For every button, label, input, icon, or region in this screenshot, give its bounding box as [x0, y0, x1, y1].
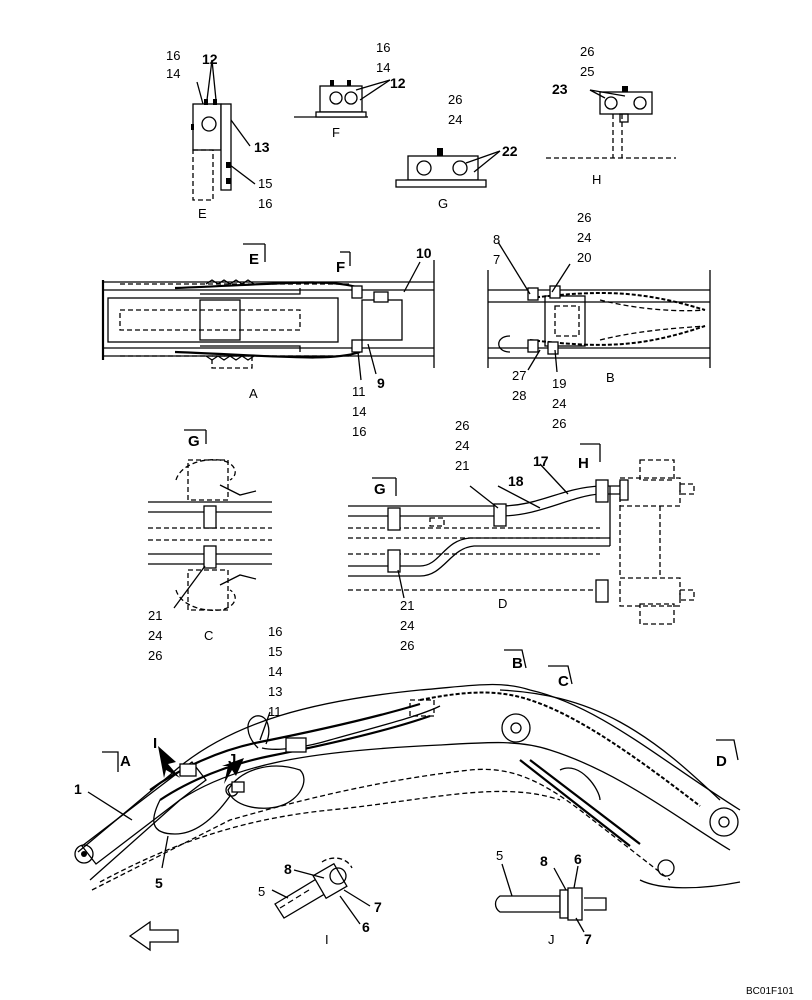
- c-view-label: C: [204, 628, 213, 643]
- detail-view-a: E F 10 9 11 14 16 A: [101, 243, 435, 439]
- f-label-16: 16: [376, 40, 390, 55]
- main-arrow-j-label: J: [228, 751, 236, 768]
- b-label-27: 27: [512, 368, 526, 383]
- a-label-10: 10: [416, 245, 432, 261]
- main-arrow-a-label: A: [120, 753, 131, 770]
- d-arrow-h-label: H: [578, 455, 589, 472]
- a-label-11: 11: [352, 384, 366, 399]
- detail-view-i: 8 7 5 6 I: [258, 857, 382, 947]
- detail-view-b: 8 7 26 24 20 27 28 19 24 26 B: [487, 210, 711, 431]
- d-arrow-g-label: G: [374, 481, 386, 498]
- a-arrow-f-label: F: [336, 259, 345, 276]
- a-view-label: A: [249, 386, 258, 401]
- main-label-1: 1: [74, 781, 82, 797]
- e-view-label: E: [198, 206, 207, 221]
- d-label-26: 26: [455, 418, 469, 433]
- main-label-16: 16: [268, 624, 282, 639]
- e-label-14: 14: [166, 66, 180, 81]
- h-label-26: 26: [580, 44, 594, 59]
- d-label-21: 21: [455, 458, 469, 473]
- j-label-7: 7: [584, 931, 592, 947]
- d-label-18: 18: [508, 473, 524, 489]
- boom-assembly: 16 15 14 13 11 1 5 A B C D I J: [74, 624, 741, 952]
- i-label-8: 8: [284, 861, 292, 877]
- b-label-8: 8: [493, 232, 500, 247]
- detail-view-j: 5 8 6 7 J: [494, 848, 607, 947]
- d-view-label: D: [498, 596, 507, 611]
- main-label-15: 15: [268, 644, 282, 659]
- main-arrow-c-label: C: [558, 673, 569, 690]
- d-label-26b: 26: [400, 638, 414, 653]
- a-arrow-e-label: E: [249, 251, 259, 268]
- f-label-14: 14: [376, 60, 390, 75]
- detail-view-d: G H 26 24 21 17 18 21 24 26 D: [348, 418, 695, 653]
- main-label-14: 14: [268, 664, 282, 679]
- i-label-7: 7: [374, 899, 382, 915]
- d-label-17: 17: [533, 453, 549, 469]
- i-label-5: 5: [258, 884, 265, 899]
- h-label-25: 25: [580, 64, 594, 79]
- a-label-14: 14: [352, 404, 366, 419]
- detail-view-g: 26 24 22 G: [395, 92, 518, 211]
- b-label-24b: 24: [552, 396, 566, 411]
- drawing-code: BC01F101: [746, 986, 794, 997]
- main-arrow-d-label: D: [716, 753, 727, 770]
- main-arrow-i-label: I: [153, 735, 157, 752]
- j-label-8: 8: [540, 853, 548, 869]
- main-label-5: 5: [155, 875, 163, 891]
- b-label-20: 20: [577, 250, 591, 265]
- c-label-21: 21: [148, 608, 162, 623]
- b-label-26b: 26: [552, 416, 566, 431]
- i-view-label: I: [325, 932, 329, 947]
- main-label-11: 11: [268, 704, 282, 719]
- b-label-7: 7: [493, 252, 500, 267]
- e-label-12: 12: [202, 51, 218, 67]
- b-label-26: 26: [577, 210, 591, 225]
- c-arrow-g-label: G: [188, 433, 200, 450]
- f-view-label: F: [332, 125, 340, 140]
- e-label-15: 15: [258, 176, 272, 191]
- h-view-label: H: [592, 172, 601, 187]
- h-label-23: 23: [552, 81, 568, 97]
- e-label-13: 13: [254, 139, 270, 155]
- g-label-22: 22: [502, 143, 518, 159]
- d-label-24: 24: [455, 438, 469, 453]
- e-label-16a: 16: [166, 48, 180, 63]
- c-label-24: 24: [148, 628, 162, 643]
- b-label-24: 24: [577, 230, 591, 245]
- b-view-label: B: [606, 370, 615, 385]
- j-label-5: 5: [496, 848, 503, 863]
- c-label-26: 26: [148, 648, 162, 663]
- main-label-13: 13: [268, 684, 282, 699]
- d-label-21b: 21: [400, 598, 414, 613]
- a-label-9: 9: [377, 375, 385, 391]
- detail-view-c: G 21 24 26 C: [148, 429, 272, 663]
- i-label-6: 6: [362, 919, 370, 935]
- e-label-16b: 16: [258, 196, 272, 211]
- b-label-19: 19: [552, 376, 566, 391]
- detail-view-f: 16 14 12 F: [294, 40, 406, 140]
- f-label-12: 12: [390, 75, 406, 91]
- g-label-26: 26: [448, 92, 462, 107]
- g-label-24: 24: [448, 112, 462, 127]
- j-label-6: 6: [574, 851, 582, 867]
- main-arrow-b-label: B: [512, 655, 523, 672]
- detail-view-h: 26 25 23 H: [546, 44, 676, 187]
- a-label-16: 16: [352, 424, 366, 439]
- j-view-label: J: [548, 932, 555, 947]
- b-label-28: 28: [512, 388, 526, 403]
- g-view-label: G: [438, 196, 448, 211]
- detail-view-e: 16 14 12 13 15 16 E: [166, 48, 272, 221]
- d-label-24b: 24: [400, 618, 414, 633]
